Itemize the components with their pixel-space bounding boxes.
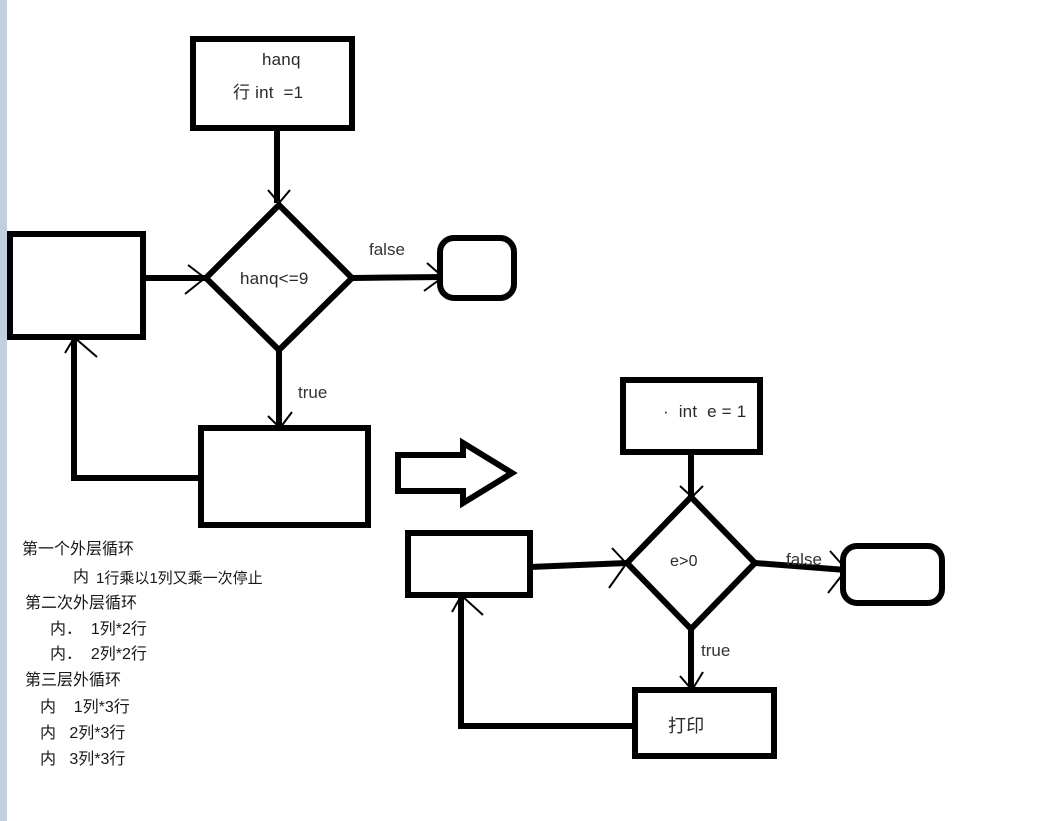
left-connector-false: [351, 274, 445, 281]
note-line-5: 内． 2列*2行: [50, 646, 147, 663]
note-line-7: 内 1列*3行: [40, 699, 130, 716]
left-edge-label-true: true: [298, 383, 328, 402]
right-decision-condition: e>0: [670, 553, 698, 570]
left-body-box[interactable]: [198, 425, 371, 528]
left-arrowhead-loopback: [184, 264, 206, 295]
note-line-2: 1行乘以1列又乘一次停止: [96, 570, 263, 587]
left-terminator-box[interactable]: [437, 235, 517, 301]
right-start-box-line1: · int e = 1: [663, 402, 747, 421]
right-loopback-box[interactable]: [405, 530, 533, 598]
note-line-6: 第三层外循环: [25, 672, 122, 689]
left-decision-condition: hanq<=9: [240, 269, 309, 288]
right-arrowhead-loopback: [608, 547, 627, 589]
left-flowchart-shapes: [7, 36, 517, 528]
right-body-box[interactable]: [632, 687, 777, 759]
note-line-1: 内: [73, 569, 90, 586]
right-body-box-label: 打印: [668, 716, 705, 736]
right-connector-false: [754, 560, 847, 573]
right-arrow-icon: [395, 437, 518, 509]
note-line-8: 内 2列*3行: [40, 725, 126, 742]
note-line-0: 第一个外层循环: [22, 541, 135, 558]
right-start-box[interactable]: [620, 377, 763, 455]
note-line-4: 内． 1列*2行: [50, 621, 147, 638]
note-line-9: 内 3列*3行: [40, 751, 126, 768]
left-start-box-line2: 行 int =1: [233, 83, 304, 102]
left-start-box-line1: hanq: [262, 50, 301, 69]
left-start-box[interactable]: [190, 36, 355, 131]
right-edge-label-true: true: [701, 641, 731, 660]
right-edge-label-false: false: [786, 550, 822, 569]
left-connector-body-to-loopback: [71, 337, 201, 481]
right-flowchart-shapes: [405, 377, 945, 759]
page-edge-strip: [0, 0, 7, 821]
note-line-3: 第二次外层循环: [25, 595, 138, 612]
left-arrowhead-into-decision: [267, 189, 291, 204]
left-arrowhead-into-loopback: [64, 337, 98, 358]
right-arrowhead-into-loopback: [451, 595, 484, 616]
left-loopback-box[interactable]: [7, 231, 146, 340]
right-connector-loopback-to-decision: [529, 560, 628, 570]
right-terminator-box[interactable]: [840, 543, 945, 606]
right-connector-body-to-loopback: [458, 595, 635, 729]
left-edge-label-false: false: [369, 240, 405, 259]
